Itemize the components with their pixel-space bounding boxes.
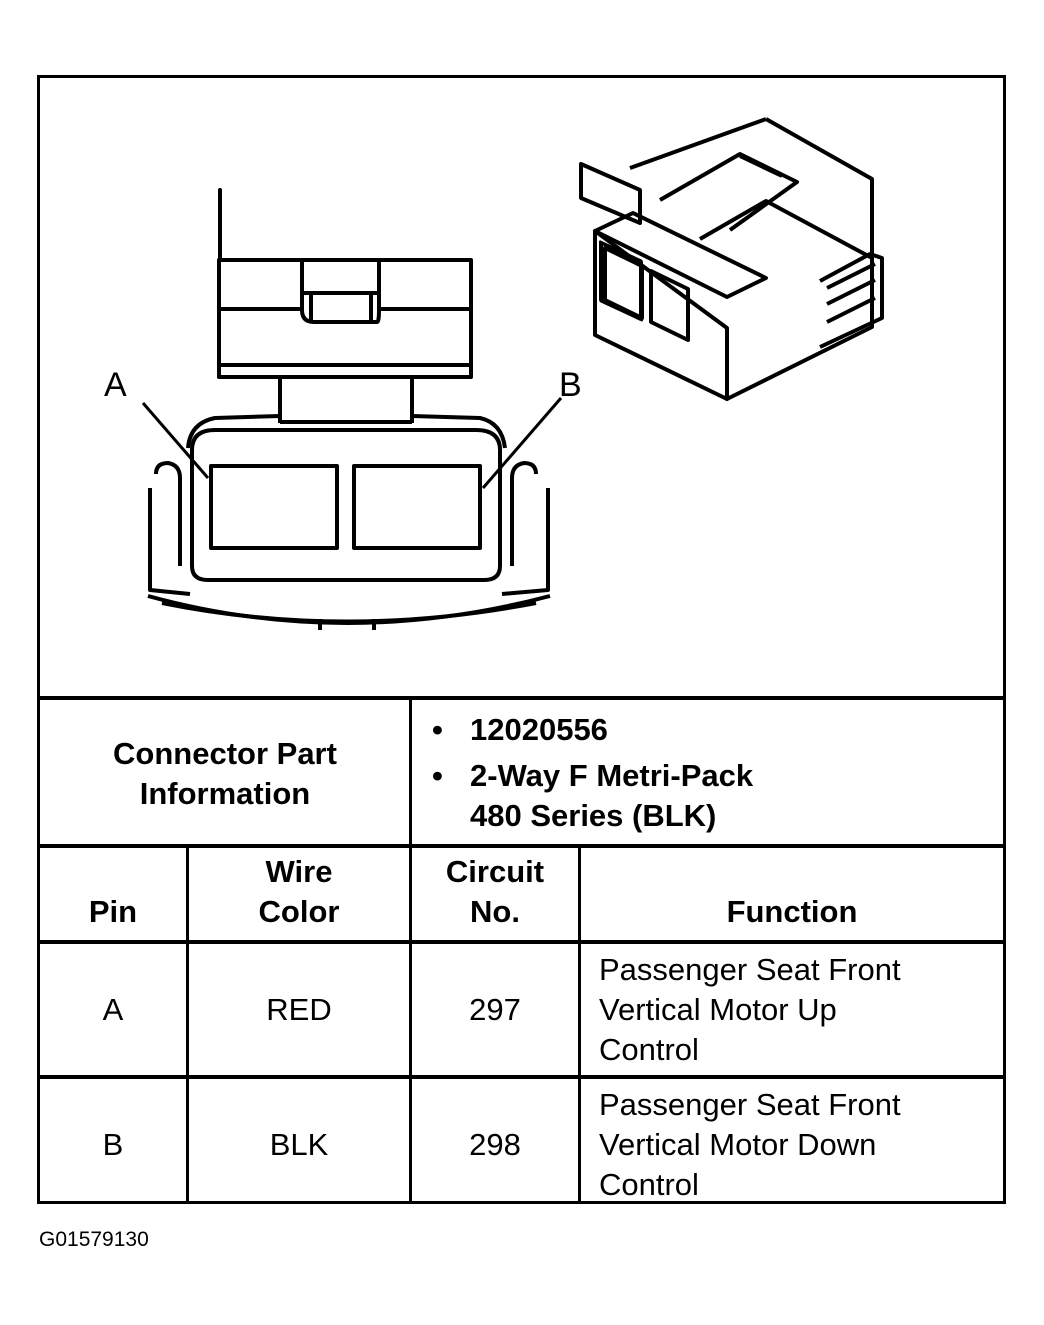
pin-label-a: A [104, 366, 127, 404]
header-line: Function [726, 894, 858, 929]
header-line: Color [258, 894, 340, 929]
connector-part-info-label: Connector Part Information [40, 700, 410, 844]
header-line: Wire [265, 854, 333, 889]
divider [40, 1075, 1003, 1079]
connector-type: 2-Way F Metri-Pack 480 Series (BLK) [432, 756, 1002, 836]
divider [40, 940, 1003, 944]
connector-part-info-list: 12020556 2-Way F Metri-Pack 480 Series (… [412, 700, 1002, 844]
cell-wire-color: BLK [269, 1127, 329, 1162]
cell-pin: A [102, 992, 124, 1027]
function-line: Passenger Seat Front [599, 952, 901, 987]
header-line: No. [470, 894, 520, 929]
figure-id: G01579130 [39, 1228, 149, 1251]
connector-face-view-drawing [141, 117, 884, 630]
header-line: Pin [88, 894, 138, 929]
function-line: Vertical Motor Up [599, 992, 837, 1027]
cell-function: Passenger Seat Front Vertical Motor Down… [581, 1079, 1003, 1211]
pin-label-b: B [559, 366, 582, 404]
divider [40, 696, 1003, 700]
function-line: Control [599, 1167, 699, 1202]
function-line: Vertical Motor Down [599, 1127, 877, 1162]
function-line: Passenger Seat Front [599, 1087, 901, 1122]
part-number: 12020556 [432, 710, 1002, 750]
connector-diagram-frame: A B Connector Part Information 12020556 … [37, 75, 1006, 1204]
label-line: Information [139, 776, 311, 811]
connector-type-line: 480 Series (BLK) [470, 798, 717, 833]
header-pin: Pin [40, 848, 186, 940]
function-line: Control [599, 1032, 699, 1067]
cell-pin: B [102, 1127, 124, 1162]
cell-circuit: 297 [469, 992, 521, 1027]
cell-circuit: 298 [469, 1127, 521, 1162]
cell-wire-color: RED [266, 992, 332, 1027]
header-function: Function [581, 848, 1003, 940]
label-line: Connector Part [113, 736, 337, 771]
column-divider [186, 844, 189, 1204]
column-divider [409, 844, 412, 1204]
column-divider [578, 844, 581, 1204]
connector-type-line: 2-Way F Metri-Pack [470, 758, 754, 793]
divider [409, 696, 412, 848]
header-line: Circuit [445, 854, 545, 889]
connector-illustration: A B [40, 78, 1003, 696]
cell-function: Passenger Seat Front Vertical Motor Up C… [581, 944, 1003, 1076]
divider [40, 844, 1003, 848]
